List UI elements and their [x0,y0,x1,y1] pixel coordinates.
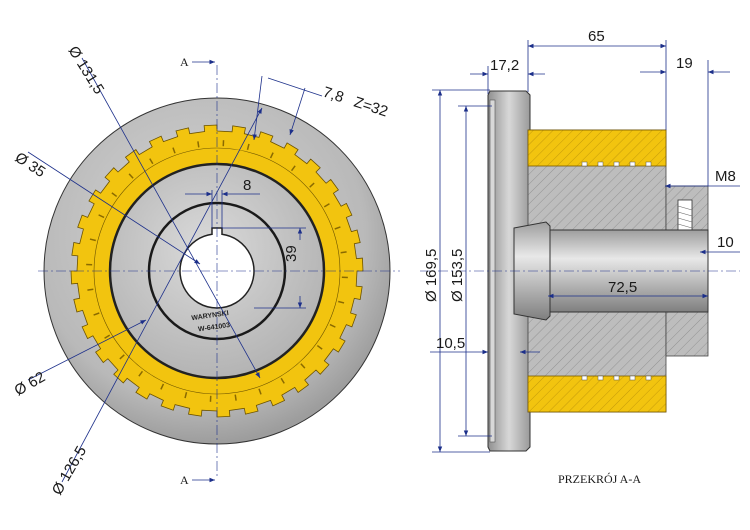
friction-band-bottom [527,375,667,413]
ring-notch [104,334,111,339]
ring-notch [89,238,96,242]
dim-d169: Ø 169,5 [423,249,440,302]
ring-notch [280,377,285,384]
ring-notch [338,300,345,304]
dim-offset-10: 10 [717,234,734,251]
dim-d153: Ø 153,5 [449,249,466,302]
dim-flange-17: 17,2 [490,57,519,74]
ring-notch [234,394,237,401]
dim-thread-m8: M8 [715,168,736,185]
dim-length-65: 65 [588,28,605,45]
ring-notch [160,383,165,390]
ring-notch [197,141,200,148]
dim-keyway-width: 8 [243,177,251,194]
ring-notch [138,370,144,377]
ring-notch [258,388,262,395]
section-caption: PRZEKRÓJ A-A [558,472,641,486]
section-marker-bottom: A [180,473,189,487]
ring-notch [93,312,100,316]
dim-tooth: 7,8 [321,84,346,107]
ring-notch [269,152,274,159]
ring-notch [334,226,341,230]
front-view: A A WARYNSKI W-641003 Ø 131,5 7,8 Z=32 Ø… [12,43,400,498]
dim-z32: Z=32 [352,94,390,121]
ring-notch [309,182,315,188]
ring-notch [316,344,323,350]
ring-notch [98,214,105,219]
dim-keyway-depth: 39 [283,245,300,262]
flange-body [487,90,531,452]
dim-d131: Ø 131,5 [65,43,108,97]
ring-notch [329,323,336,328]
dim-d35: Ø 35 [12,149,49,181]
section-view: 65 17,2 19 Ø 169,5 Ø 153,5 M8 10 72,5 10… [420,28,740,486]
ring-notch [149,158,154,165]
threaded-hole [677,199,693,231]
dim-step-19: 19 [676,55,693,72]
ring-notch [300,363,306,369]
ring-notch [119,354,125,360]
ring-notch [87,288,94,291]
ring-notch [128,173,134,179]
ring-notch [323,203,330,208]
dim-d62: Ø 62 [12,368,49,399]
dim-d126: Ø 126,5 [49,443,90,498]
ring-notch [246,143,250,150]
ring-notch [172,147,176,154]
dim-thickness-10: 10,5 [436,335,465,352]
ring-notch [340,251,347,254]
part-number-text: W-641003 [198,322,231,333]
dim-bore-72: 72,5 [608,279,637,296]
section-marker-top: A [180,55,189,69]
ring-notch [111,192,118,198]
ring-notch [290,165,296,172]
friction-band-top [527,129,667,167]
ring-notch [184,392,188,399]
